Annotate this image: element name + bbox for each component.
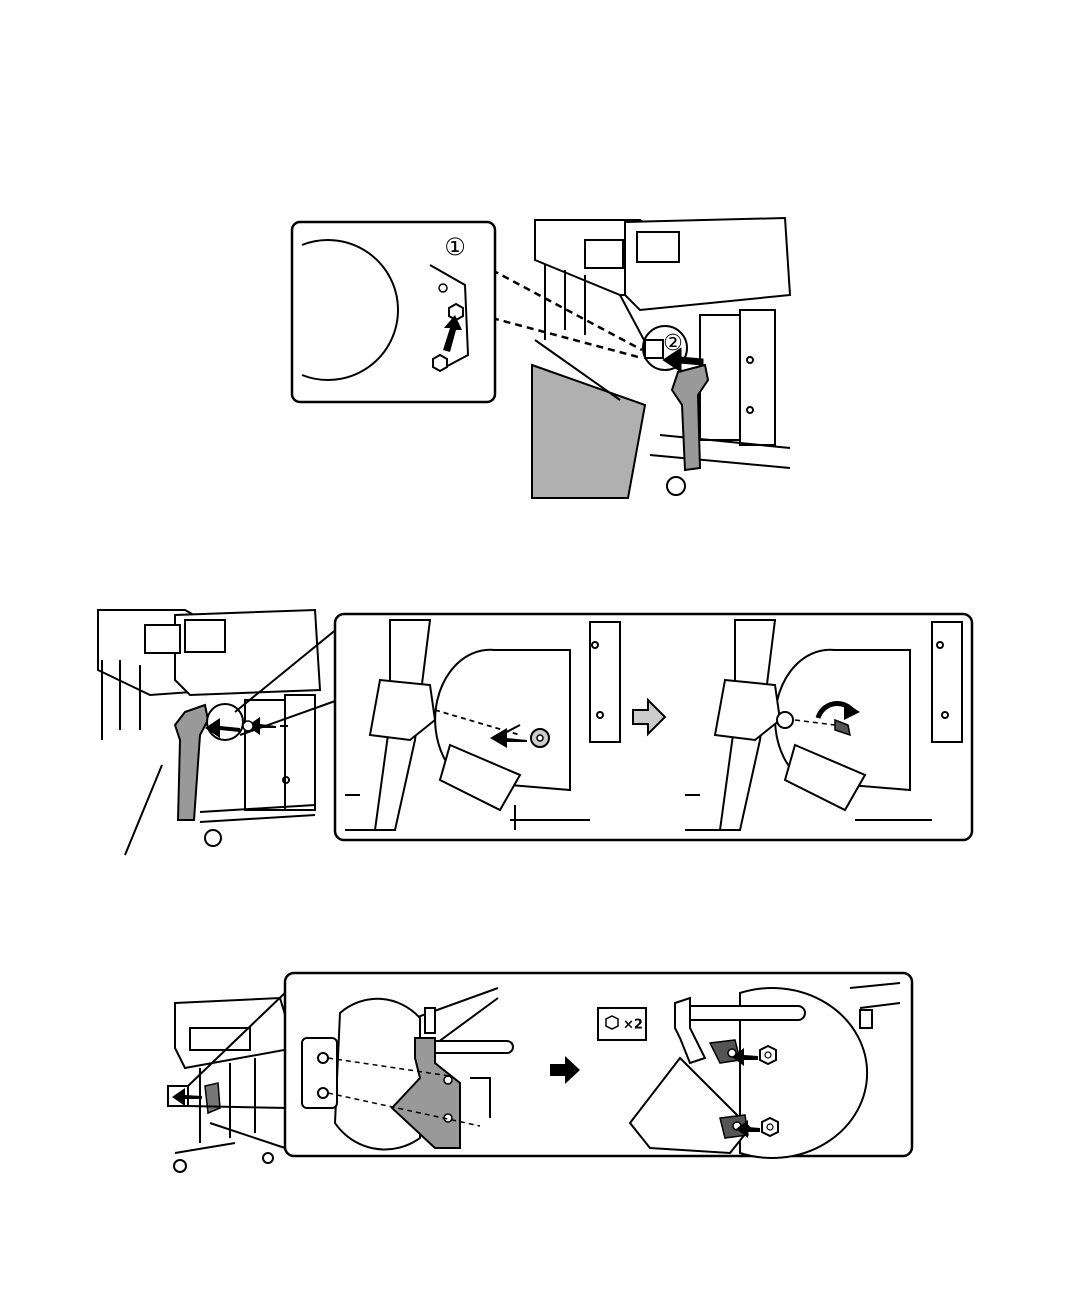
nut-icon xyxy=(762,1118,778,1136)
paper-sheet xyxy=(532,365,645,498)
figure-1-attach-hub: ② ① xyxy=(280,200,820,510)
quantity-label: ×2 xyxy=(623,1018,643,1033)
nut-quantity-badge: ×2 xyxy=(598,1008,646,1040)
printer-overview xyxy=(174,998,295,1172)
nut-icon xyxy=(760,1046,776,1064)
nut-icon xyxy=(433,355,447,371)
figure-2-fix-screw xyxy=(90,600,980,860)
step-1-marker: ① xyxy=(444,233,466,261)
callout-leader-line xyxy=(125,765,162,855)
inset-detail-1: ① xyxy=(292,222,495,402)
nut-icon xyxy=(606,1016,618,1029)
figure-3-attach-bracket: ×2 xyxy=(160,968,920,1178)
hub-arm xyxy=(175,705,208,820)
